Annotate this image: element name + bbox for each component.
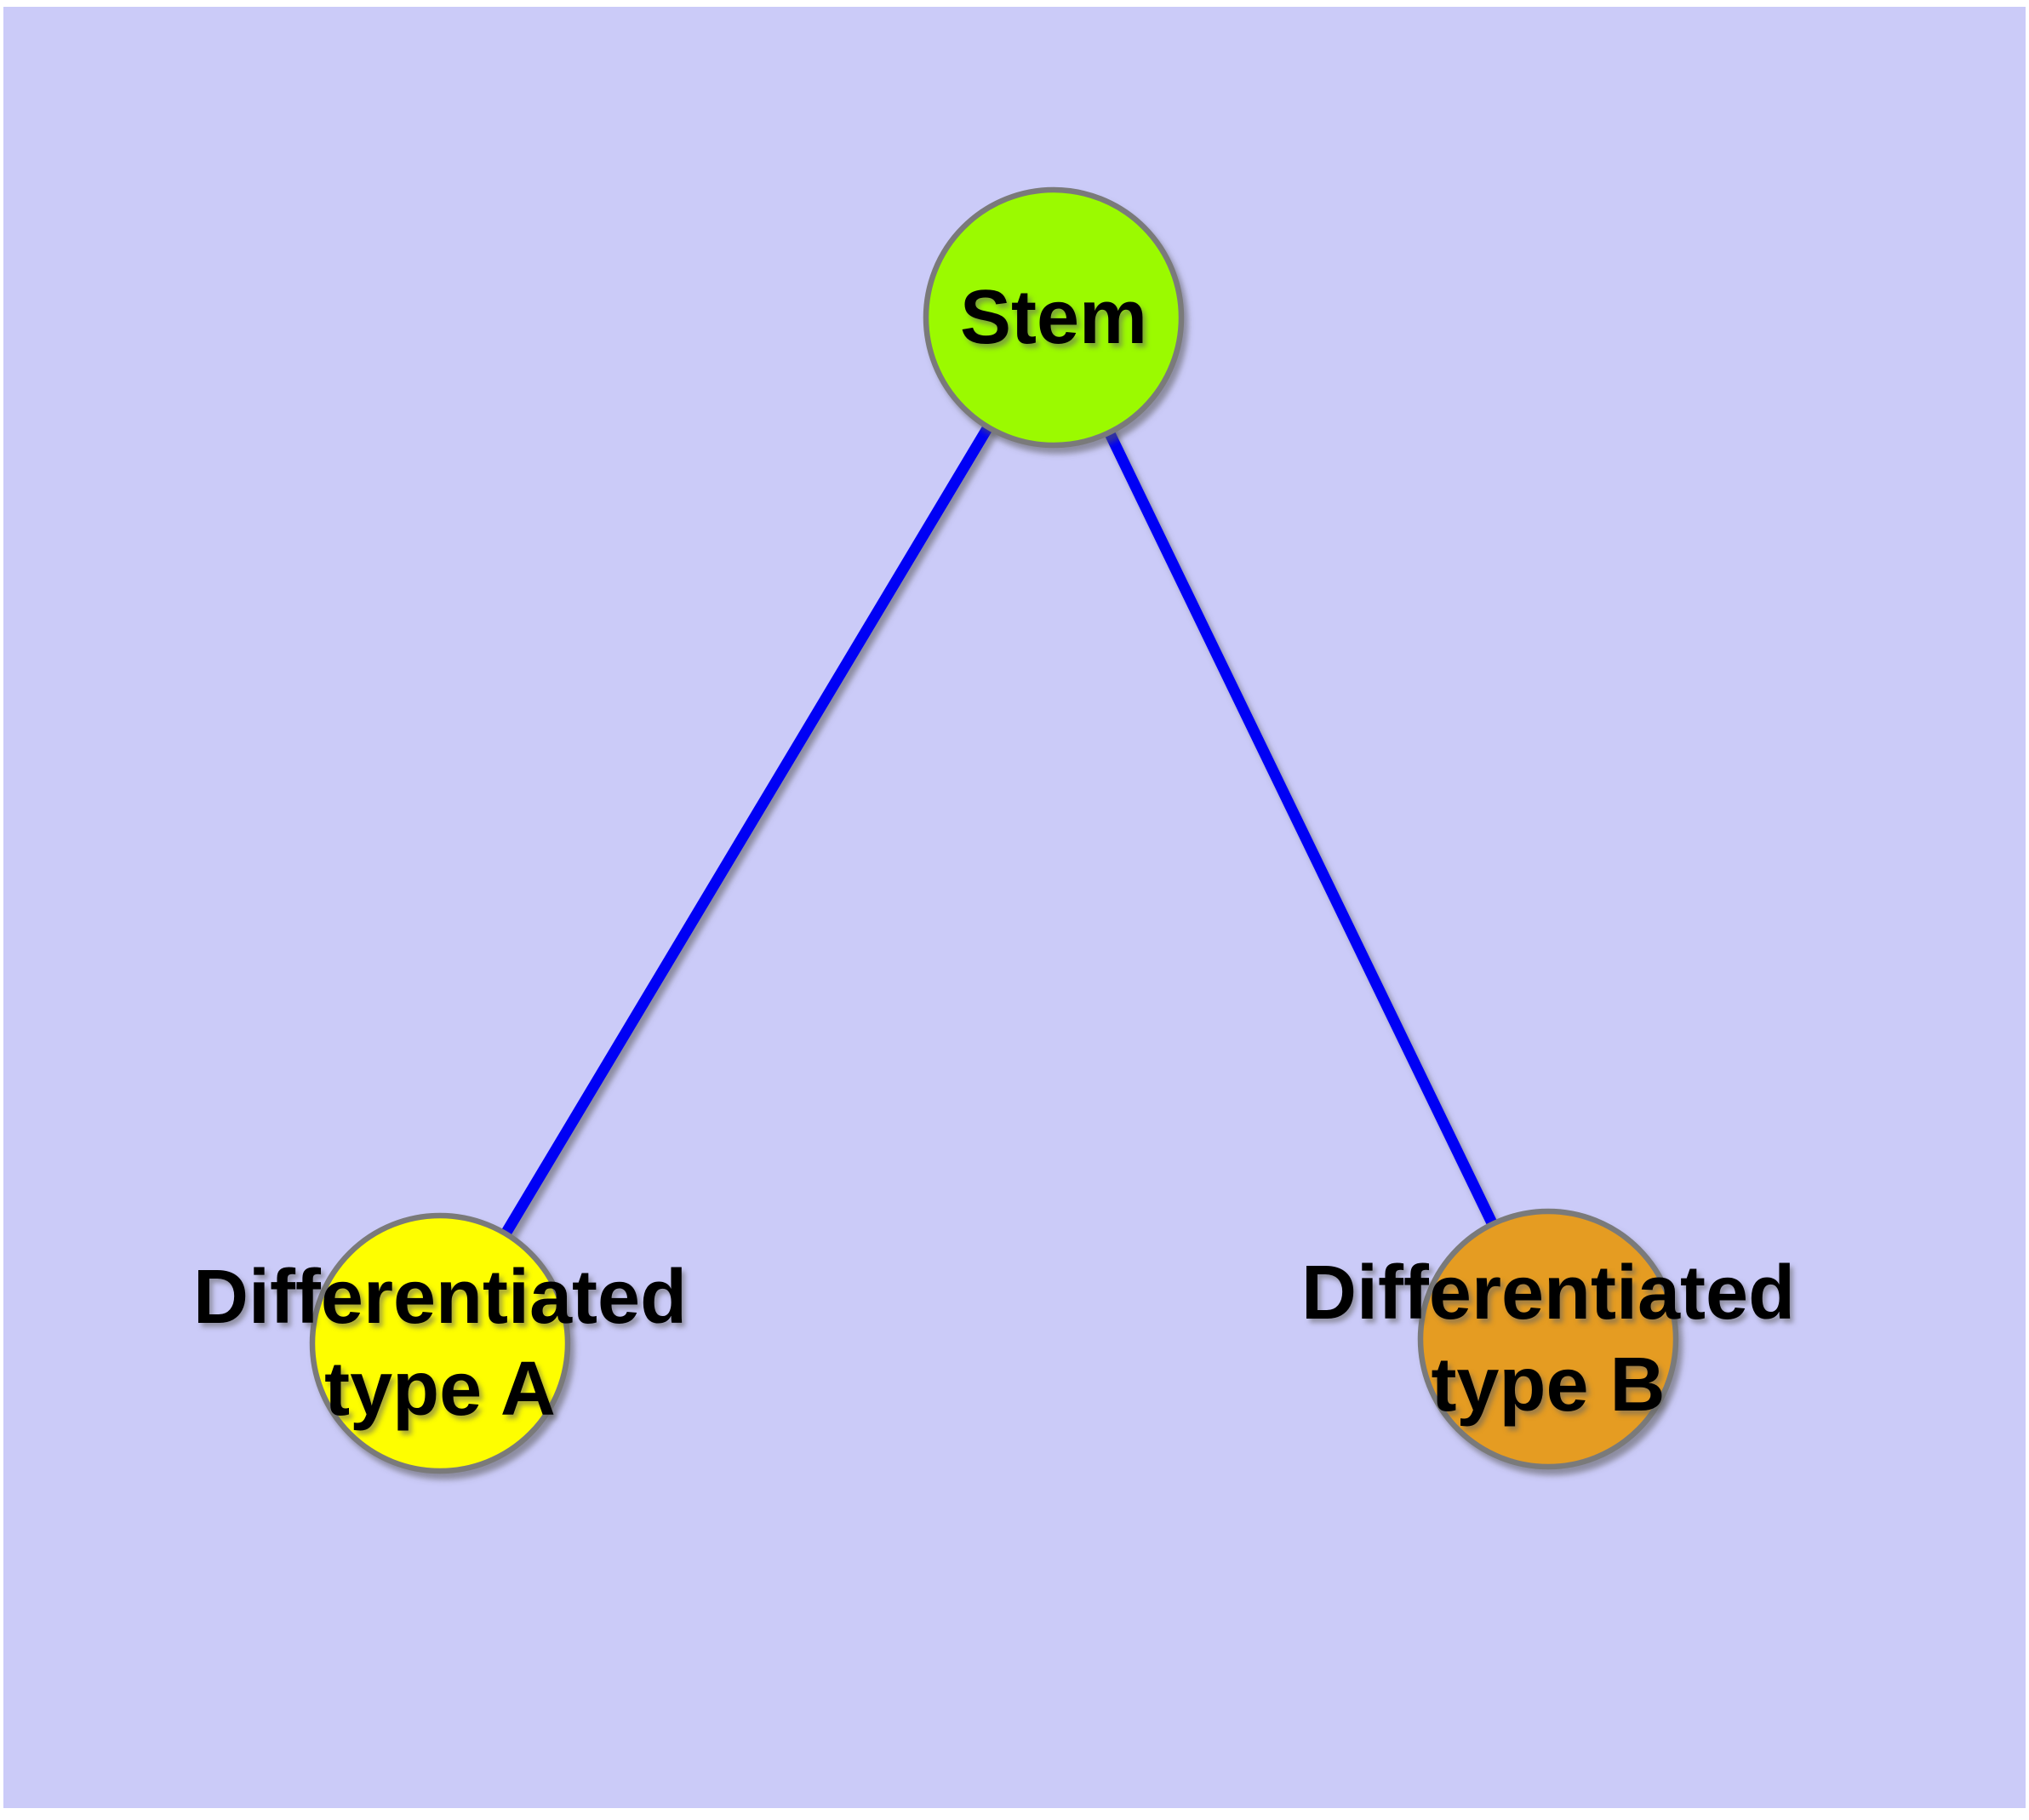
node-stem (923, 186, 1185, 449)
edge-stem-to-differentiated-type-b (1049, 315, 1553, 1342)
node-label-line: type B (1431, 1342, 1666, 1428)
edges-layer (435, 314, 1553, 1347)
node-differentiated-type-a (309, 1212, 571, 1474)
node-label-line: Stem (959, 275, 1148, 360)
node-label-differentiated-type-b: Differentiated type B (1301, 1247, 1795, 1431)
node-label-stem: Stem (960, 272, 1147, 363)
node-label-line: Differentiated (1300, 1251, 1796, 1336)
nodes-layer (309, 186, 1679, 1474)
node-label-line: type A (324, 1347, 556, 1432)
edge-stem-to-differentiated-type-a (435, 314, 1059, 1347)
node-label-line: Differentiated (192, 1255, 688, 1340)
node-differentiated-type-b (1417, 1208, 1679, 1470)
node-label-differentiated-type-a: Differentiated type A (193, 1251, 687, 1435)
